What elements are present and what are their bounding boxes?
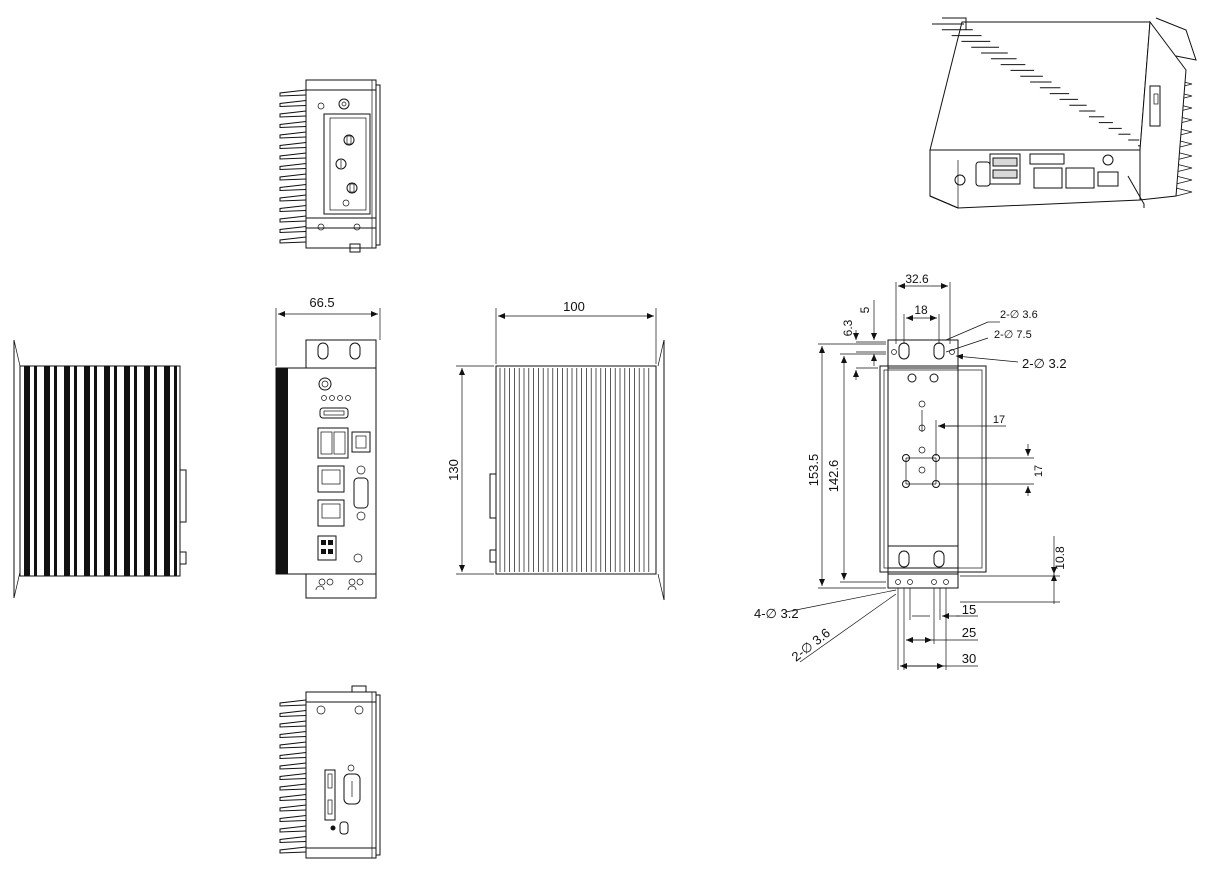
heatsink-fin: [279, 783, 307, 791]
heatsink-fin: [279, 205, 307, 213]
heatsink-fin: [279, 731, 307, 739]
heatsink-fin: [279, 194, 307, 202]
heatsink-fin: [114, 366, 117, 576]
bottom-view-fins: [279, 699, 307, 854]
dim-hole-height: 142.6: [826, 460, 841, 493]
heatsink-fin: [279, 699, 307, 707]
heatsink-fin: [279, 226, 307, 234]
bottom-view: [279, 685, 381, 859]
heatsink-fin: [279, 215, 307, 223]
dim-side-length: 100: [563, 299, 585, 314]
dim-bottom-15: 15: [962, 602, 976, 617]
heatsink-fin: [279, 100, 307, 108]
heatsink-fin: [279, 710, 307, 718]
dim-center-v: 17: [1033, 465, 1045, 477]
heatsink-fin: [94, 366, 97, 576]
heatsink-fin: [279, 762, 307, 770]
heatsink-fin: [44, 366, 50, 576]
heatsink-fin: [279, 110, 307, 118]
heatsink-fin: [1175, 187, 1193, 197]
callout-bottom-holes-4: 4-∅ 3.2: [754, 606, 799, 621]
callout-top-hole-large: 2-∅ 7.5: [994, 329, 1032, 341]
heatsink-fin: [34, 366, 37, 576]
isometric-view: [929, 17, 1197, 209]
heatsink-fin: [279, 163, 307, 171]
heatsink-fin: [174, 366, 177, 576]
heatsink-fin: [1175, 175, 1193, 185]
heatsink-fin: [279, 121, 307, 129]
heatsink-fin: [1175, 139, 1193, 149]
dim-bracket-width: 32.6: [905, 272, 929, 286]
top-view-fins: [279, 89, 307, 244]
dim-center-h: 17: [993, 414, 1005, 426]
heatsink-fin: [279, 152, 307, 160]
dim-total-height: 153.5: [806, 454, 821, 487]
heatsink-fin: [104, 366, 110, 576]
heatsink-fin: [279, 173, 307, 181]
heatsink-fin: [1175, 151, 1193, 161]
right-side-view: 100 130: [446, 299, 665, 601]
heatsink-fin: [1175, 163, 1193, 173]
top-view: [279, 79, 381, 253]
heatsink-fin: [279, 720, 307, 728]
callout-top-hole-small: 2-∅ 3.6: [1000, 309, 1038, 321]
left-view-fins: [24, 366, 177, 576]
dim-front-width: 66.5: [309, 295, 334, 310]
heatsink-fin: [144, 366, 150, 576]
right-view-fins: [499, 368, 650, 572]
heatsink-fin: [279, 89, 307, 97]
heatsink-fin: [279, 804, 307, 812]
heatsink-fin: [164, 366, 170, 576]
dim-bottom-25: 25: [962, 625, 976, 640]
heatsink-fin: [154, 366, 157, 576]
front-view: 66.5: [275, 295, 381, 599]
heatsink-fin: [279, 184, 307, 192]
heatsink-fin: [279, 794, 307, 802]
heatsink-fin: [84, 366, 90, 576]
heatsink-fin: [279, 236, 307, 244]
heatsink-fin: [279, 142, 307, 150]
heatsink-fin: [279, 131, 307, 139]
heatsink-fin: [279, 741, 307, 749]
heatsink-fin: [279, 815, 307, 823]
callout-bottom-holes-2: 2-∅ 3.6: [789, 625, 833, 664]
dim-height: 130: [446, 459, 461, 481]
heatsink-fin: [24, 366, 30, 576]
callout-top-hole-side: 2-∅ 3.2: [1022, 356, 1067, 371]
dim-bottom-offset: 10.8: [1053, 546, 1067, 570]
heatsink-fin: [279, 836, 307, 844]
heatsink-fin: [64, 366, 70, 576]
heatsink-fin: [279, 752, 307, 760]
dim-bottom-30: 30: [962, 651, 976, 666]
heatsink-fin: [74, 366, 77, 576]
heatsink-fin: [124, 366, 130, 576]
dim-top-offset: 6.3: [841, 319, 855, 336]
heatsink-fin: [279, 825, 307, 833]
dim-top-gap: 5: [858, 306, 872, 313]
bracket-view: 32.6 18 6.3 5 153.5 142.6 17: [754, 272, 1067, 670]
heatsink-fin: [134, 366, 137, 576]
left-side-view: [13, 339, 187, 599]
dim-hole-spacing: 18: [914, 303, 928, 317]
heatsink-fin: [54, 366, 57, 576]
heatsink-fin: [279, 773, 307, 781]
heatsink-fin: [279, 846, 307, 854]
